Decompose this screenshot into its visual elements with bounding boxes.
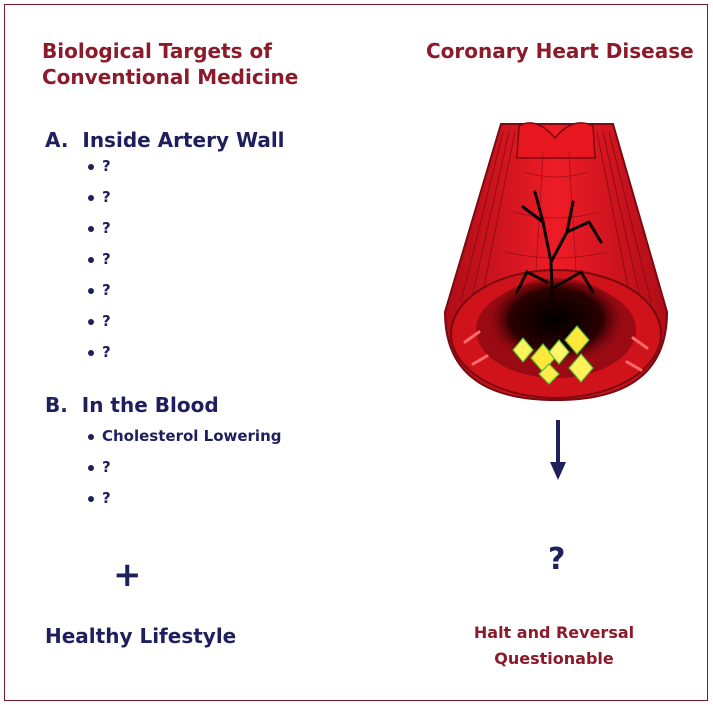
bullet-icon — [88, 164, 94, 170]
list-item-text: Cholesterol Lowering — [102, 426, 282, 446]
bullet-icon — [88, 319, 94, 325]
bullet-icon — [88, 434, 94, 440]
list-item-text: ? — [102, 187, 111, 207]
bullet-icon — [88, 195, 94, 201]
list-item: ? — [88, 218, 111, 249]
section-a-list: ? ? ? ? ? ? ? — [88, 156, 111, 373]
down-arrow — [548, 420, 568, 486]
left-title-line-2: Conventional Medicine — [42, 64, 298, 90]
section-a-heading: A. Inside Artery Wall — [45, 128, 285, 152]
bullet-icon — [88, 257, 94, 263]
plus-sign: + — [113, 558, 142, 592]
list-item: ? — [88, 311, 111, 342]
list-item: ? — [88, 488, 282, 519]
list-item: ? — [88, 187, 111, 218]
bullet-icon — [88, 496, 94, 502]
bullet-icon — [88, 288, 94, 294]
list-item-text: ? — [102, 280, 111, 300]
list-item-text: ? — [102, 488, 111, 508]
list-item: ? — [88, 249, 111, 280]
list-item-text: ? — [102, 156, 111, 176]
right-title: Coronary Heart Disease — [426, 38, 694, 64]
list-item-text: ? — [102, 311, 111, 331]
list-item-text: ? — [102, 457, 111, 477]
list-item: Cholesterol Lowering — [88, 426, 282, 457]
list-item-text: ? — [102, 218, 111, 238]
artery-illustration — [443, 112, 669, 406]
result-question-mark: ? — [548, 542, 565, 577]
list-item-text: ? — [102, 249, 111, 269]
bullet-icon — [88, 465, 94, 471]
healthy-lifestyle-label: Healthy Lifestyle — [45, 624, 236, 648]
bullet-icon — [88, 350, 94, 356]
outcome-line-1: Halt and Reversal — [440, 620, 668, 646]
list-item: ? — [88, 156, 111, 187]
left-title: Biological Targets of Conventional Medic… — [42, 38, 298, 90]
bullet-icon — [88, 226, 94, 232]
outcome-line-2: Questionable — [440, 646, 668, 672]
section-b-list: Cholesterol Lowering ? ? — [88, 426, 282, 519]
left-title-line-1: Biological Targets of — [42, 38, 298, 64]
list-item-text: ? — [102, 342, 111, 362]
list-item: ? — [88, 457, 282, 488]
list-item: ? — [88, 280, 111, 311]
list-item: ? — [88, 342, 111, 373]
section-b-heading: B. In the Blood — [45, 393, 219, 417]
outcome-text: Halt and Reversal Questionable — [440, 620, 668, 672]
arrow-down-icon — [548, 420, 568, 482]
artery-icon — [443, 112, 669, 402]
